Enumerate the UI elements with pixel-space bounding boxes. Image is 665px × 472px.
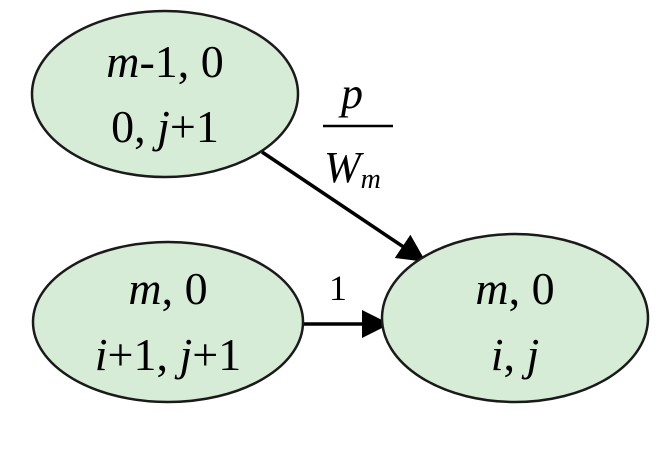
state-node-top-left: m-1, 0 0, j+1 <box>30 9 300 179</box>
state-node-target: m, 0 i, j <box>380 232 650 404</box>
node-target-line2: i, j <box>491 329 540 380</box>
state-node-bottom-left: m, 0 i+1, j+1 <box>31 240 305 404</box>
node-bottom-left-line2: i+1, j+1 <box>95 329 241 380</box>
edge-top-left-to-target <box>261 150 426 262</box>
fraction-denominator: Wm <box>324 143 381 195</box>
fraction-numerator: p <box>338 69 363 118</box>
edge-label-one: 1 <box>329 268 347 308</box>
node-top-left-line1: m-1, 0 <box>106 36 224 87</box>
node-bottom-left-line1: m, 0 <box>128 263 207 314</box>
node-target-line1: m, 0 <box>475 263 554 314</box>
edge-label-probability: p Wm <box>323 69 393 195</box>
node-top-left-line2: 0, j+1 <box>111 101 219 152</box>
